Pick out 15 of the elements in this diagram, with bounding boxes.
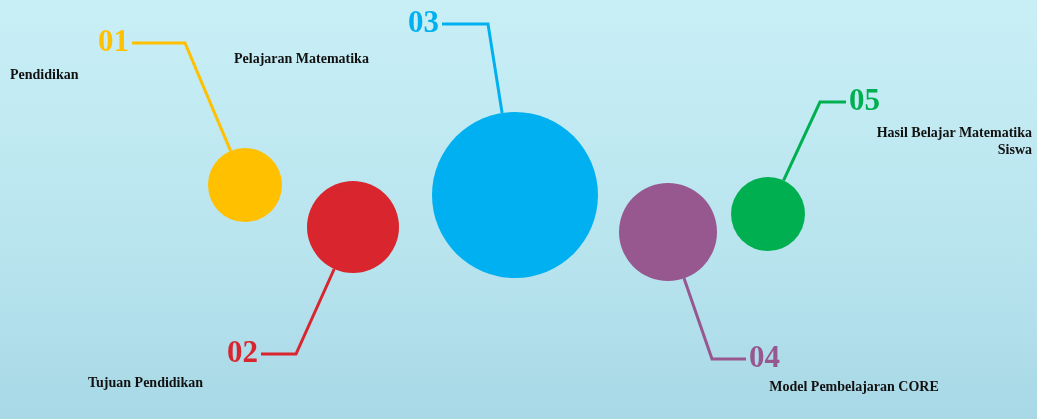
step-label: Hasil Belajar Matematika Siswa — [875, 124, 1032, 158]
step-number: 04 — [749, 341, 780, 373]
leader-line — [682, 277, 746, 361]
step-label: Pendidikan — [10, 66, 80, 83]
step-label: Model Pembelajaran CORE — [768, 378, 940, 395]
step-number: 03 — [408, 6, 439, 38]
step-number: 01 — [98, 25, 129, 57]
leader-line — [782, 100, 846, 182]
leader-line — [261, 268, 336, 356]
step-label: Pelajaran Matematika — [234, 50, 370, 67]
leader-line — [442, 22, 504, 114]
leader-line — [132, 41, 232, 152]
step-number: 02 — [227, 336, 258, 368]
step-label: Tujuan Pendidikan — [88, 374, 205, 391]
step-number: 05 — [849, 84, 880, 116]
